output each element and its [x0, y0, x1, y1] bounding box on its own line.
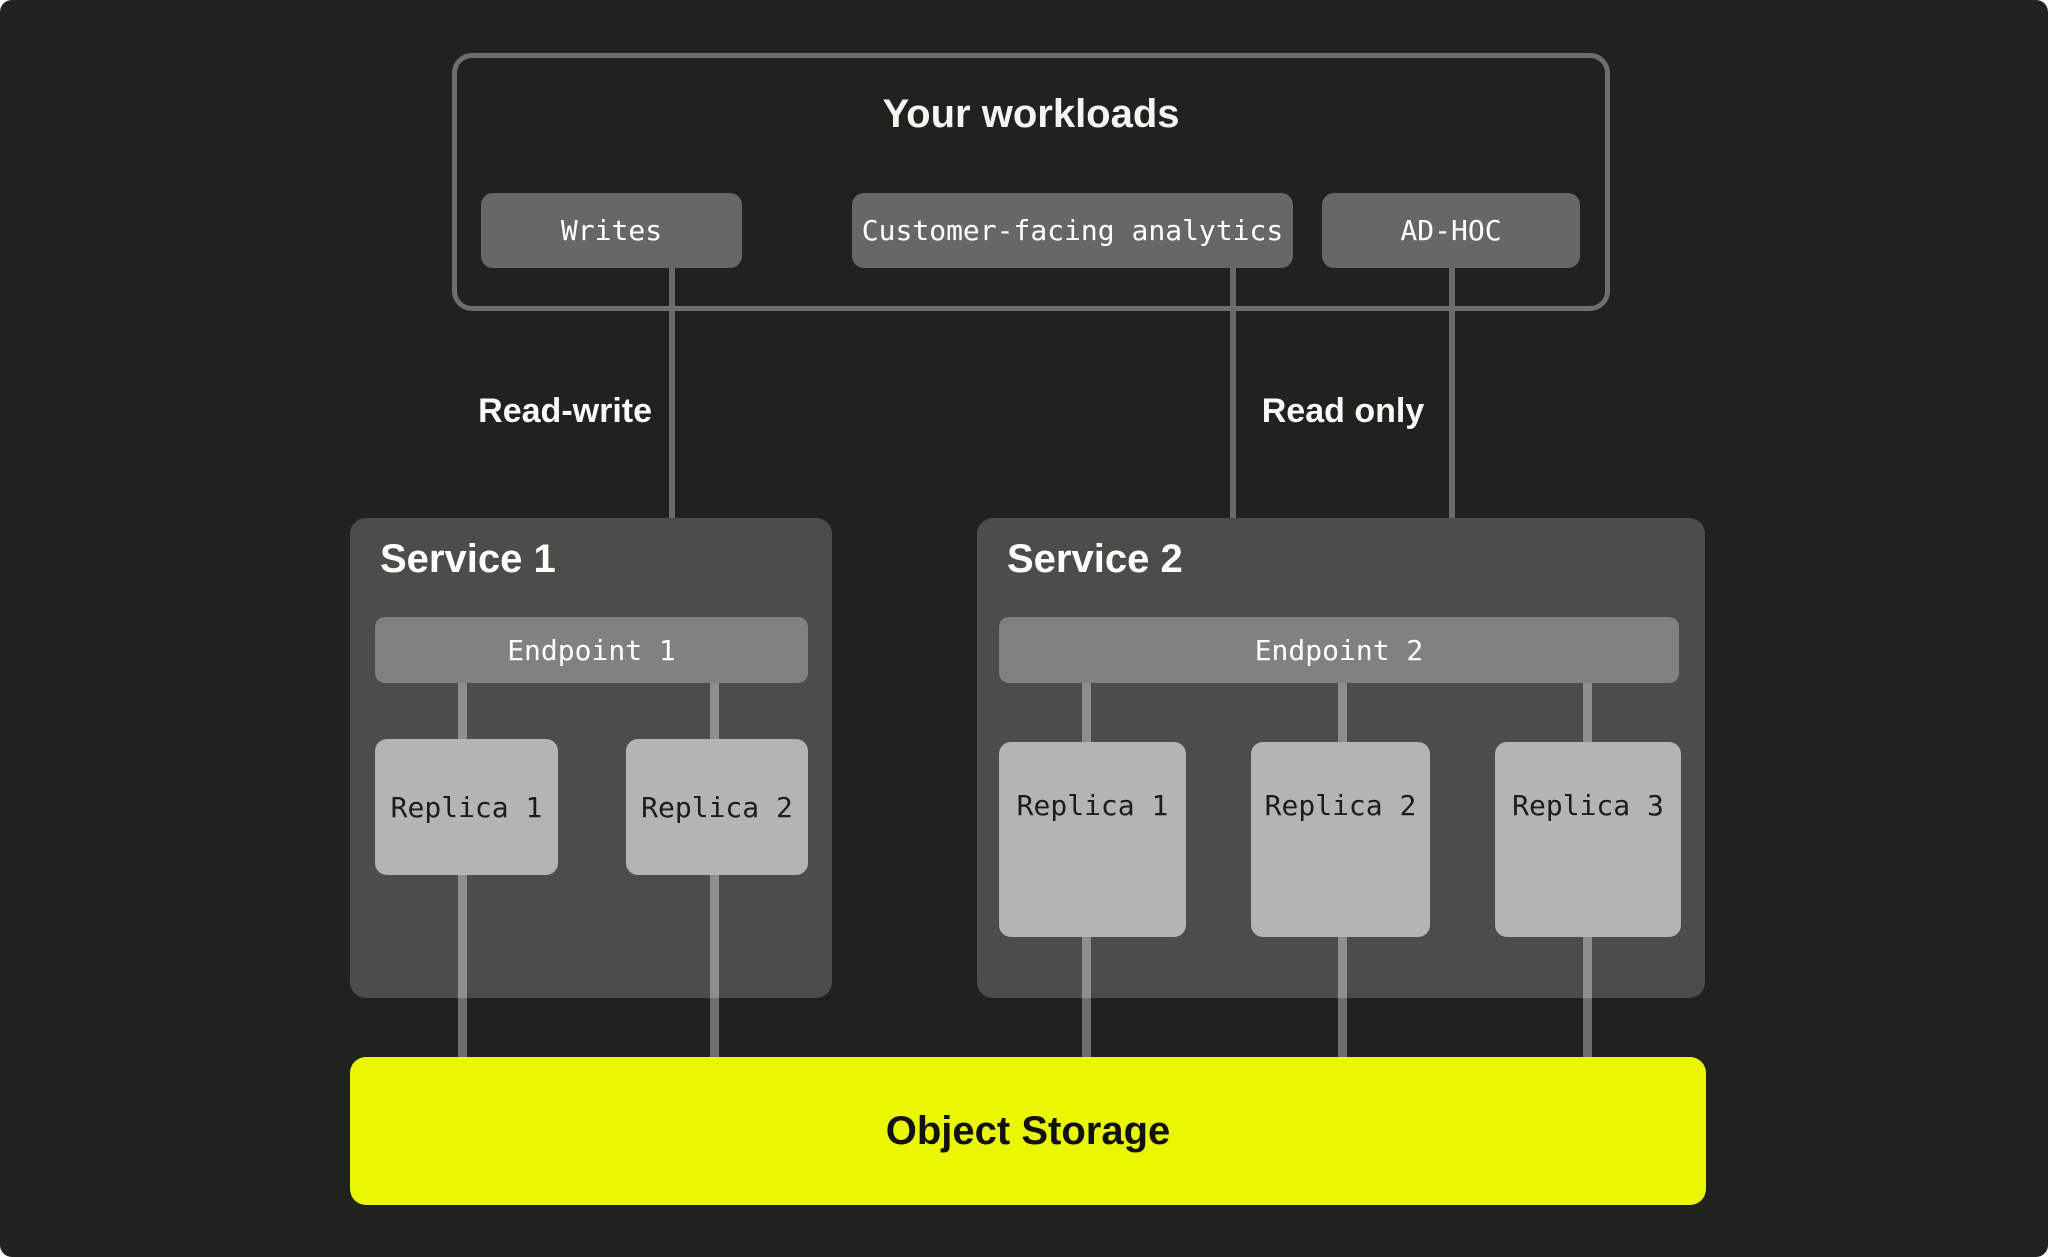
- service-1-replica-2: Replica 2: [626, 739, 808, 875]
- workloads-group-box: Your workloads Writes Customer-facing an…: [452, 53, 1610, 311]
- service-2-replica-2: Replica 2: [1251, 742, 1430, 937]
- read-write-label: Read-write: [478, 392, 652, 430]
- replica-storage-line: [1082, 998, 1091, 1057]
- workload-node-writes: Writes: [481, 193, 742, 268]
- service-1-endpoint: Endpoint 1: [375, 617, 808, 683]
- workloads-title: Your workloads: [882, 92, 1180, 136]
- analytics-connector-line: [1230, 268, 1236, 587]
- service-1-title: Service 1: [380, 537, 556, 581]
- service-2-replica-1: Replica 1: [999, 742, 1186, 937]
- object-storage-label: Object Storage: [885, 1108, 1171, 1153]
- service-2-replica-3: Replica 3: [1495, 742, 1681, 937]
- replica-storage-line: [710, 998, 719, 1057]
- service-2-panel: Service 2 Endpoint 2 Replica 1 Replica 2…: [977, 518, 1705, 998]
- adhoc-connector-line: [1449, 268, 1455, 587]
- workload-node-ad-hoc: AD-HOC: [1322, 193, 1580, 268]
- replica-storage-line: [1338, 998, 1347, 1057]
- service-2-title: Service 2: [1007, 537, 1183, 581]
- object-storage-bar: Object Storage: [350, 1057, 1706, 1205]
- service-1-panel: Service 1 Endpoint 1 Replica 1 Replica 2: [350, 518, 832, 998]
- writes-connector-line: [669, 268, 675, 587]
- service-2-endpoint: Endpoint 2: [999, 617, 1679, 683]
- workload-node-customer-facing-analytics: Customer-facing analytics: [852, 193, 1293, 268]
- service-1-replica-1: Replica 1: [375, 739, 558, 875]
- replica-storage-line: [1583, 998, 1592, 1057]
- replica-storage-line: [458, 998, 467, 1057]
- read-only-label: Read only: [1261, 392, 1425, 430]
